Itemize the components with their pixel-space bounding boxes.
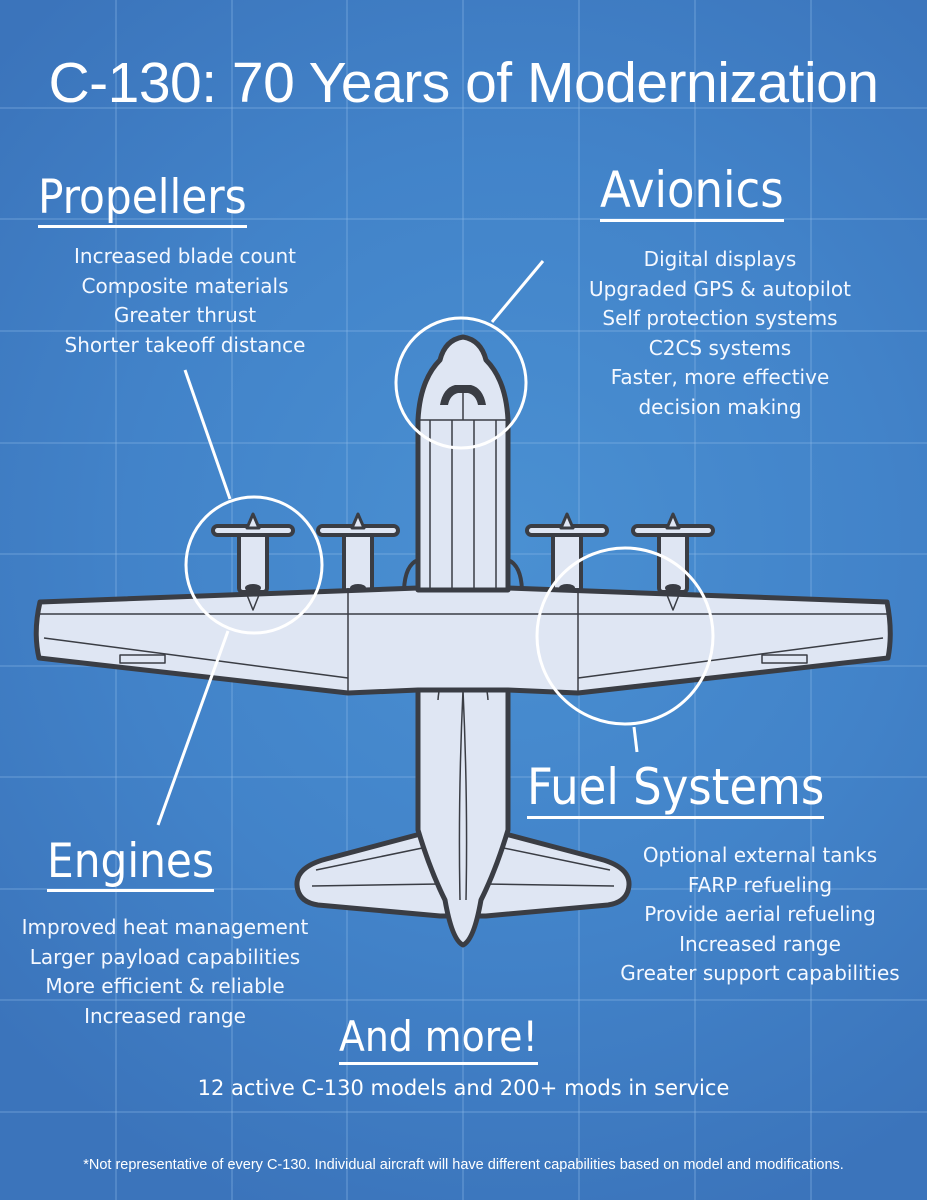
and-more-tagline: 12 active C-130 models and 200+ mods in … xyxy=(197,1076,730,1100)
fuel-systems-list: Optional external tanks FARP refueling P… xyxy=(600,841,920,989)
list-item: Larger payload capabilities xyxy=(29,944,301,969)
poster-title: C-130: 70 Years of Modernization xyxy=(48,51,879,115)
propellers-list: Increased blade count Composite material… xyxy=(20,242,350,360)
list-item: Greater thrust xyxy=(113,303,257,327)
engines-heading: Engines xyxy=(47,838,214,892)
list-item: FARP refueling xyxy=(687,872,833,897)
list-item: Upgraded GPS & autopilot xyxy=(588,276,852,301)
list-item: Composite materials xyxy=(81,273,289,298)
engines-list: Improved heat management Larger payload … xyxy=(0,913,330,1031)
avionics-heading: Avionics xyxy=(600,165,784,222)
list-item: Increased range xyxy=(679,931,841,956)
list-item: More efficient & reliable xyxy=(45,974,285,998)
list-item: Shorter takeoff distance xyxy=(64,332,306,357)
list-item: Faster, more effective xyxy=(610,365,830,389)
propellers-heading: Propellers xyxy=(38,174,247,228)
list-item: Increased range xyxy=(84,1003,246,1028)
list-item: decision making xyxy=(638,394,802,419)
fuel-systems-heading: Fuel Systems xyxy=(527,762,825,819)
list-item: Improved heat management xyxy=(21,915,309,939)
list-item: Greater support capabilities xyxy=(620,961,900,985)
and-more-heading: And more! xyxy=(339,1016,538,1065)
list-item: Digital displays xyxy=(643,247,797,271)
list-item: C2CS systems xyxy=(648,335,792,360)
list-item: Optional external tanks xyxy=(642,843,878,867)
list-item: Increased blade count xyxy=(74,244,296,268)
disclaimer-footnote: *Not representative of every C-130. Indi… xyxy=(83,1157,844,1173)
list-item: Self protection systems xyxy=(602,306,838,330)
avionics-list: Digital displays Upgraded GPS & autopilo… xyxy=(560,245,880,422)
list-item: Provide aerial refueling xyxy=(644,902,876,926)
